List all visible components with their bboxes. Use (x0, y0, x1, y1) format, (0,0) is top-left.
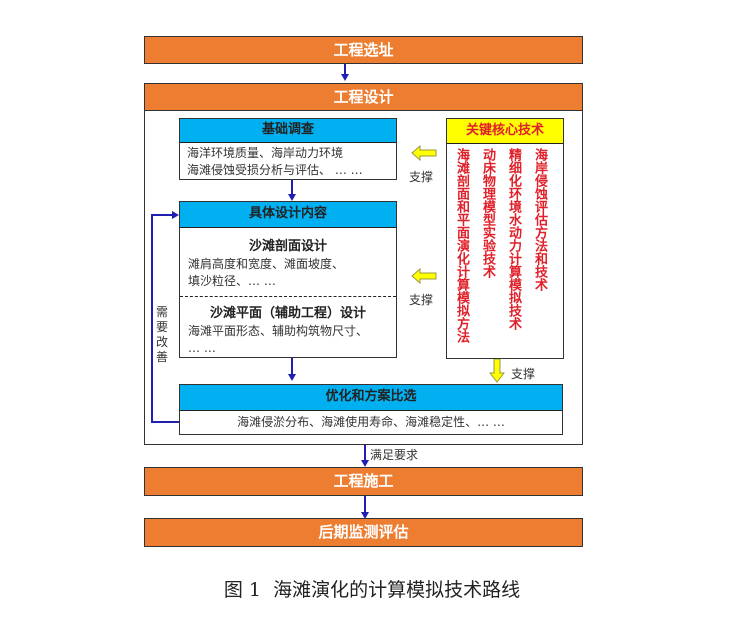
meets-requirement-label: 满足要求 (370, 448, 419, 462)
step-design-label: 工程设计 (333, 88, 394, 106)
optimization-title: 优化和方案比选 (180, 385, 562, 411)
profile-design-line: 滩肩高度和宽度、滩面坡度、 (188, 257, 345, 271)
flow-arrow-line (291, 180, 293, 195)
feedback-loop-line (151, 421, 179, 423)
step-construction-label: 工程施工 (333, 472, 394, 490)
figure-caption: 图 1 海滩演化的计算模拟技术路线 (223, 579, 521, 601)
optimization-line: 海滩侵淤分布、海滩使用寿命、海滩稳定性、… … (237, 415, 505, 429)
flow-arrow-line (364, 496, 366, 516)
plan-design-line: 海滩平面形态、辅助构筑物尺寸、 (188, 324, 369, 338)
step-site-selection-label: 工程选址 (333, 41, 394, 59)
core-tech-item: 海岸侵蚀评估方法和技术 (532, 148, 547, 291)
support-label: 支撑 (409, 293, 434, 307)
support-label: 支撑 (511, 367, 536, 381)
basic-survey-title: 基础调查 (180, 119, 396, 143)
feedback-loop-line (151, 214, 153, 422)
plan-design-title: 沙滩平面（辅助工程）设计 (209, 306, 366, 321)
core-tech-title: 关键核心技术 (447, 119, 563, 144)
arrow-down-icon (288, 194, 296, 201)
core-tech-box: 关键核心技术 海岸侵蚀评估方法和技术 精细化环境水动力计算模拟技术 动床物理模型… (446, 118, 564, 359)
flow-arrow-line (291, 358, 293, 375)
core-tech-item: 精细化环境水动力计算模拟技术 (506, 148, 521, 330)
core-tech-item: 动床物理模型实验技术 (480, 148, 495, 278)
arrow-down-icon (361, 460, 369, 467)
support-arrow-down-icon (489, 359, 505, 383)
support-arrow-left-icon (411, 268, 437, 284)
design-content-title: 具体设计内容 (180, 202, 396, 228)
feedback-loop-line (151, 214, 173, 216)
optimization-box: 优化和方案比选 海滩侵淤分布、海滩使用寿命、海滩稳定性、… … (179, 384, 563, 435)
plan-design-line: … … (188, 341, 216, 355)
step-design: 工程设计 (144, 83, 583, 111)
flow-arrow-line (344, 64, 346, 75)
support-arrow-left-icon (411, 145, 437, 161)
step-monitoring: 后期监测评估 (144, 518, 583, 547)
design-content-box: 具体设计内容 沙滩剖面设计 滩肩高度和宽度、滩面坡度、 填沙粒径、… … 沙滩平… (179, 201, 397, 358)
arrow-right-icon (172, 211, 179, 219)
core-tech-item: 海滩剖面和平面演化计算模拟方法 (454, 148, 469, 343)
basic-survey-line: 海洋环境质量、海岸动力环境 (187, 146, 344, 160)
profile-design-title: 沙滩剖面设计 (248, 239, 327, 254)
flow-arrow-line (364, 445, 366, 461)
needs-improvement-label: 需要改善 (156, 305, 169, 364)
arrow-down-icon (341, 74, 349, 81)
step-monitoring-label: 后期监测评估 (318, 523, 409, 541)
profile-design-line: 填沙粒径、… … (188, 274, 276, 288)
basic-survey-box: 基础调查 海洋环境质量、海岸动力环境 海滩侵蚀受损分析与评估、 … … (179, 118, 397, 180)
arrow-down-icon (288, 374, 296, 381)
arrow-down-icon (361, 512, 369, 519)
support-label: 支撑 (409, 170, 434, 184)
step-site-selection: 工程选址 (144, 36, 583, 64)
step-construction: 工程施工 (144, 467, 583, 496)
basic-survey-line: 海滩侵蚀受损分析与评估、 … … (187, 163, 363, 177)
